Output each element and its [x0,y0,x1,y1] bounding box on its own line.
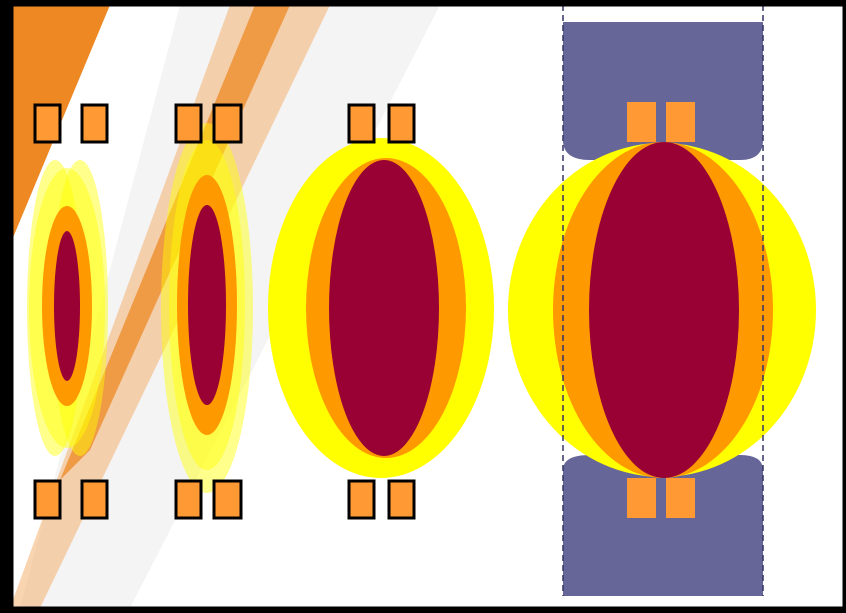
stage-1-pad-bottom-left [35,481,60,518]
stage-3-pad-bottom-right [389,481,414,518]
stage-2-pad-top-right [214,105,241,142]
stage-3-pad-top-left [349,105,374,142]
stage-4-pad-bottom-left [627,478,656,518]
stage-1-pad-top-left [35,105,60,142]
stage-1-core [54,231,80,381]
stage-4-pad-bottom-right [666,478,695,518]
stage-2-pad-bottom-left [176,481,201,518]
stage-2-core [188,205,226,405]
stage-3-pad-bottom-left [349,481,374,518]
slate-block-top [563,22,763,160]
stage-1-pad-top-right [82,105,107,142]
stage-4-pad-top-left [627,102,656,142]
stage-3-core [329,160,439,456]
stage-4-core [589,142,739,478]
stage-4-pad-top-right [666,102,695,142]
stage-3-pad-top-right [389,105,414,142]
stage-2-pad-bottom-right [214,481,241,518]
stage-2-pad-top-left [176,105,201,142]
stage-1-pad-bottom-right [82,481,107,518]
